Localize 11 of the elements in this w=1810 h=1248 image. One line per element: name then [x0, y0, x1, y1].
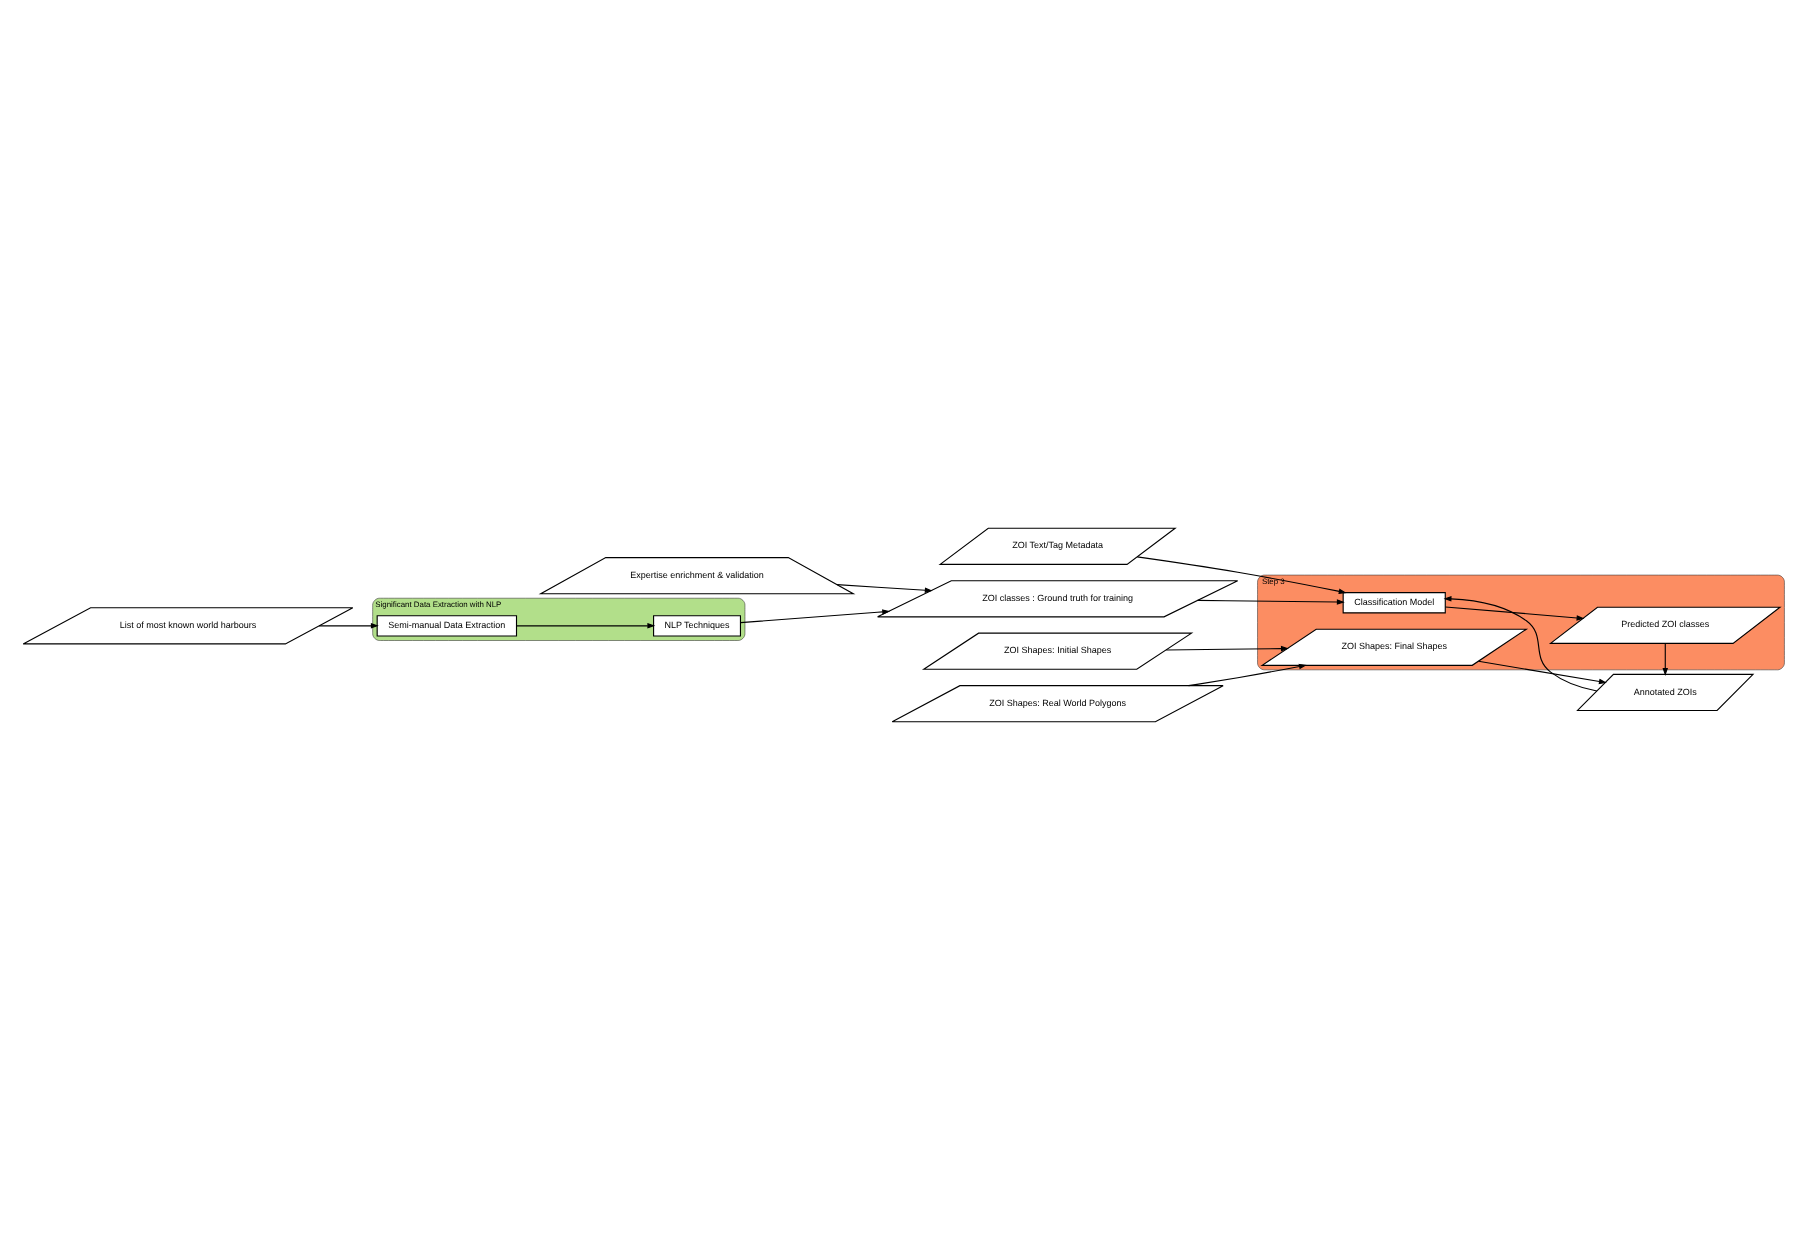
- arrow: [1442, 595, 1597, 691]
- arrow: [515, 622, 655, 628]
- arrow: [1443, 605, 1584, 620]
- arrow: [739, 608, 890, 623]
- arrow: [1661, 641, 1668, 676]
- arrow: [1476, 659, 1606, 684]
- arrow: [835, 583, 932, 593]
- arrow: [1164, 644, 1288, 651]
- arrow: [1186, 662, 1306, 686]
- arrow: [1196, 598, 1344, 604]
- arrow: [317, 622, 378, 628]
